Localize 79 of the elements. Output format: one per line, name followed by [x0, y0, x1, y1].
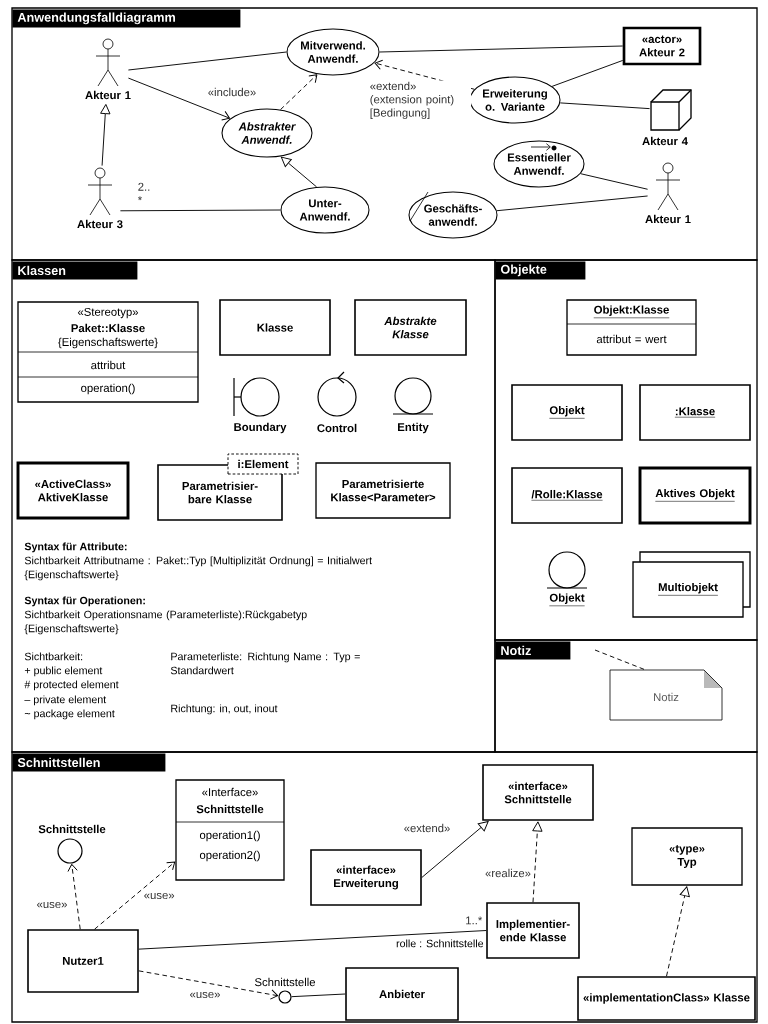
note-text: Richtung: in, out, inout	[171, 704, 278, 715]
association-line	[551, 59, 624, 87]
interface-name: Schnittstelle	[38, 824, 106, 834]
syntax-heading: Syntax für Operationen:	[24, 596, 145, 607]
section-heading: Klassen	[12, 261, 138, 280]
association-line	[379, 45, 624, 53]
object-box: :Klasse	[639, 384, 751, 441]
symbol-label: Control	[317, 423, 357, 433]
type-box: «type» Typ	[631, 827, 743, 886]
arrow	[374, 59, 475, 90]
role-label: rolle : Schnittstelle	[396, 939, 484, 948]
class-box: Parametrisierte Klasse<Parameter>	[315, 462, 451, 519]
edge-label: «extend»	[402, 822, 452, 834]
class-box: Abstrakte Klasse	[354, 299, 467, 356]
parameter-box: i:Element	[227, 453, 299, 475]
association-line	[559, 102, 651, 110]
note-text: # protected element	[24, 680, 119, 691]
class-box: Klasse	[219, 299, 331, 356]
object-box: /Rolle:Klasse	[511, 467, 623, 524]
edge-label: 2.. *	[136, 181, 156, 206]
arrow	[532, 821, 543, 903]
class-box: Anbieter	[345, 967, 459, 1021]
arrow	[280, 74, 318, 111]
arrow	[67, 863, 81, 930]
multi-object-box: Multiobjekt	[632, 551, 751, 618]
association-line	[291, 993, 346, 998]
edge-label: «use»	[188, 990, 222, 1000]
association-line	[496, 195, 649, 212]
association-line	[127, 51, 287, 71]
class-box: Objekt:Klasse attribut = wert	[566, 299, 697, 356]
section-heading: Notiz	[495, 641, 571, 660]
actor-name: Akteur 1	[85, 90, 131, 100]
edge-label: «extend» (extension point) [Bedingung]	[368, 80, 472, 121]
class-box: Nutzer1	[27, 929, 139, 993]
edge-label: «realize»	[483, 867, 533, 879]
arrow	[100, 103, 111, 167]
actor-name: Akteur 1	[645, 214, 691, 224]
class-box: «ActiveClass» AktiveKlasse	[16, 461, 130, 520]
arrow	[666, 886, 690, 977]
note-text: – private element	[24, 695, 107, 706]
actor-name: Akteur 4	[642, 136, 688, 146]
association-line	[580, 173, 649, 190]
arrow	[421, 821, 489, 878]
note-text: Sichtbarkeit:	[24, 652, 83, 661]
arrow	[280, 156, 318, 188]
syntax-heading: Syntax für Attribute:	[24, 542, 127, 553]
object-box: Aktives Objekt	[638, 466, 752, 525]
interface-name: Schnittstelle	[254, 977, 316, 987]
edge-label: «use»	[35, 900, 69, 910]
class-box: Implementier- ende Klasse	[486, 902, 580, 959]
interface-box: «interface» Schnittstelle	[482, 764, 594, 821]
actor-box: «actor» Akteur 2	[622, 26, 702, 66]
edge-label: «include»	[206, 86, 258, 98]
actor-name: Akteur 3	[77, 219, 123, 229]
note-text: + public element	[24, 666, 103, 677]
object-box: Objekt	[511, 384, 623, 441]
note-box: Notiz	[609, 669, 723, 721]
arrow	[138, 970, 279, 1000]
class-box: «Stereotyp» Paket::Klasse {Eigenschaftswerte} attribut operation()	[17, 301, 199, 403]
note-text: Parameterliste: Richtung Name : Typ = Standardwert	[170, 652, 360, 675]
class-box: «Interface» Schnittstelle operation1() operation2()	[175, 779, 285, 881]
note-text: ~ package element	[24, 709, 115, 720]
section-heading: Anwendungsfalldiagramm	[12, 9, 241, 28]
edge-label: 1..*	[463, 915, 484, 926]
syntax-text: Sichtbarkeit Attributname : Paket::Typ [Multiplizität Ordnung] = Initialwert {Eigenschaftswerte}	[24, 556, 372, 581]
symbol-label: Objekt	[549, 593, 585, 607]
note-anchor-line	[594, 649, 646, 671]
interface-box: «interface» Erweiterung	[310, 849, 422, 906]
class-box: «implementationClass» Klasse	[577, 976, 756, 1021]
association-line	[138, 930, 487, 950]
section-heading: Schnittstellen	[12, 753, 166, 772]
arrow	[94, 861, 176, 930]
symbol-label: Entity	[398, 422, 429, 434]
syntax-text: Sichtbarkeit Operationsname (Parameterliste):Rückgabetyp {Eigenschaftswerte}	[24, 610, 307, 635]
association-line	[119, 209, 281, 212]
section-heading: Objekte	[495, 261, 586, 280]
arrow	[127, 77, 231, 121]
edge-label: «use»	[142, 891, 176, 901]
symbol-label: Boundary	[234, 422, 287, 434]
